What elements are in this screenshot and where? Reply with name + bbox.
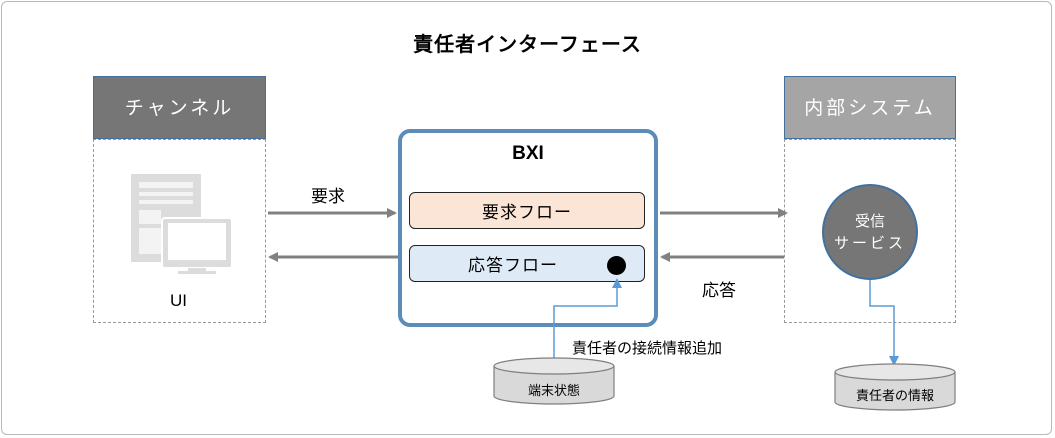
response-flow: 応答フロー [409,245,645,282]
request-label: 要求 [311,187,345,207]
diagram-title: 責任者インターフェース [413,32,642,56]
service-line-1: 受信 [854,212,885,230]
channel-header: チャンネル [93,76,266,139]
terminal-state-label: 端末状態 [527,384,580,399]
injection-point-dot [607,256,626,275]
response-flow-label: 応答フロー [468,256,558,276]
response-label: 応答 [702,281,736,301]
responsible-info-label: 責任者の情報 [855,389,934,404]
ui-label: UI [170,291,187,310]
internal-system-header: 内部システム [784,76,956,139]
receive-service-node: 受信 サービス [822,184,918,280]
bxi-title: BXI [512,143,544,164]
service-line-2: サービス [833,234,906,252]
add-info-label: 責任者の接続情報追加 [572,339,723,357]
request-flow: 要求フロー [409,192,645,229]
